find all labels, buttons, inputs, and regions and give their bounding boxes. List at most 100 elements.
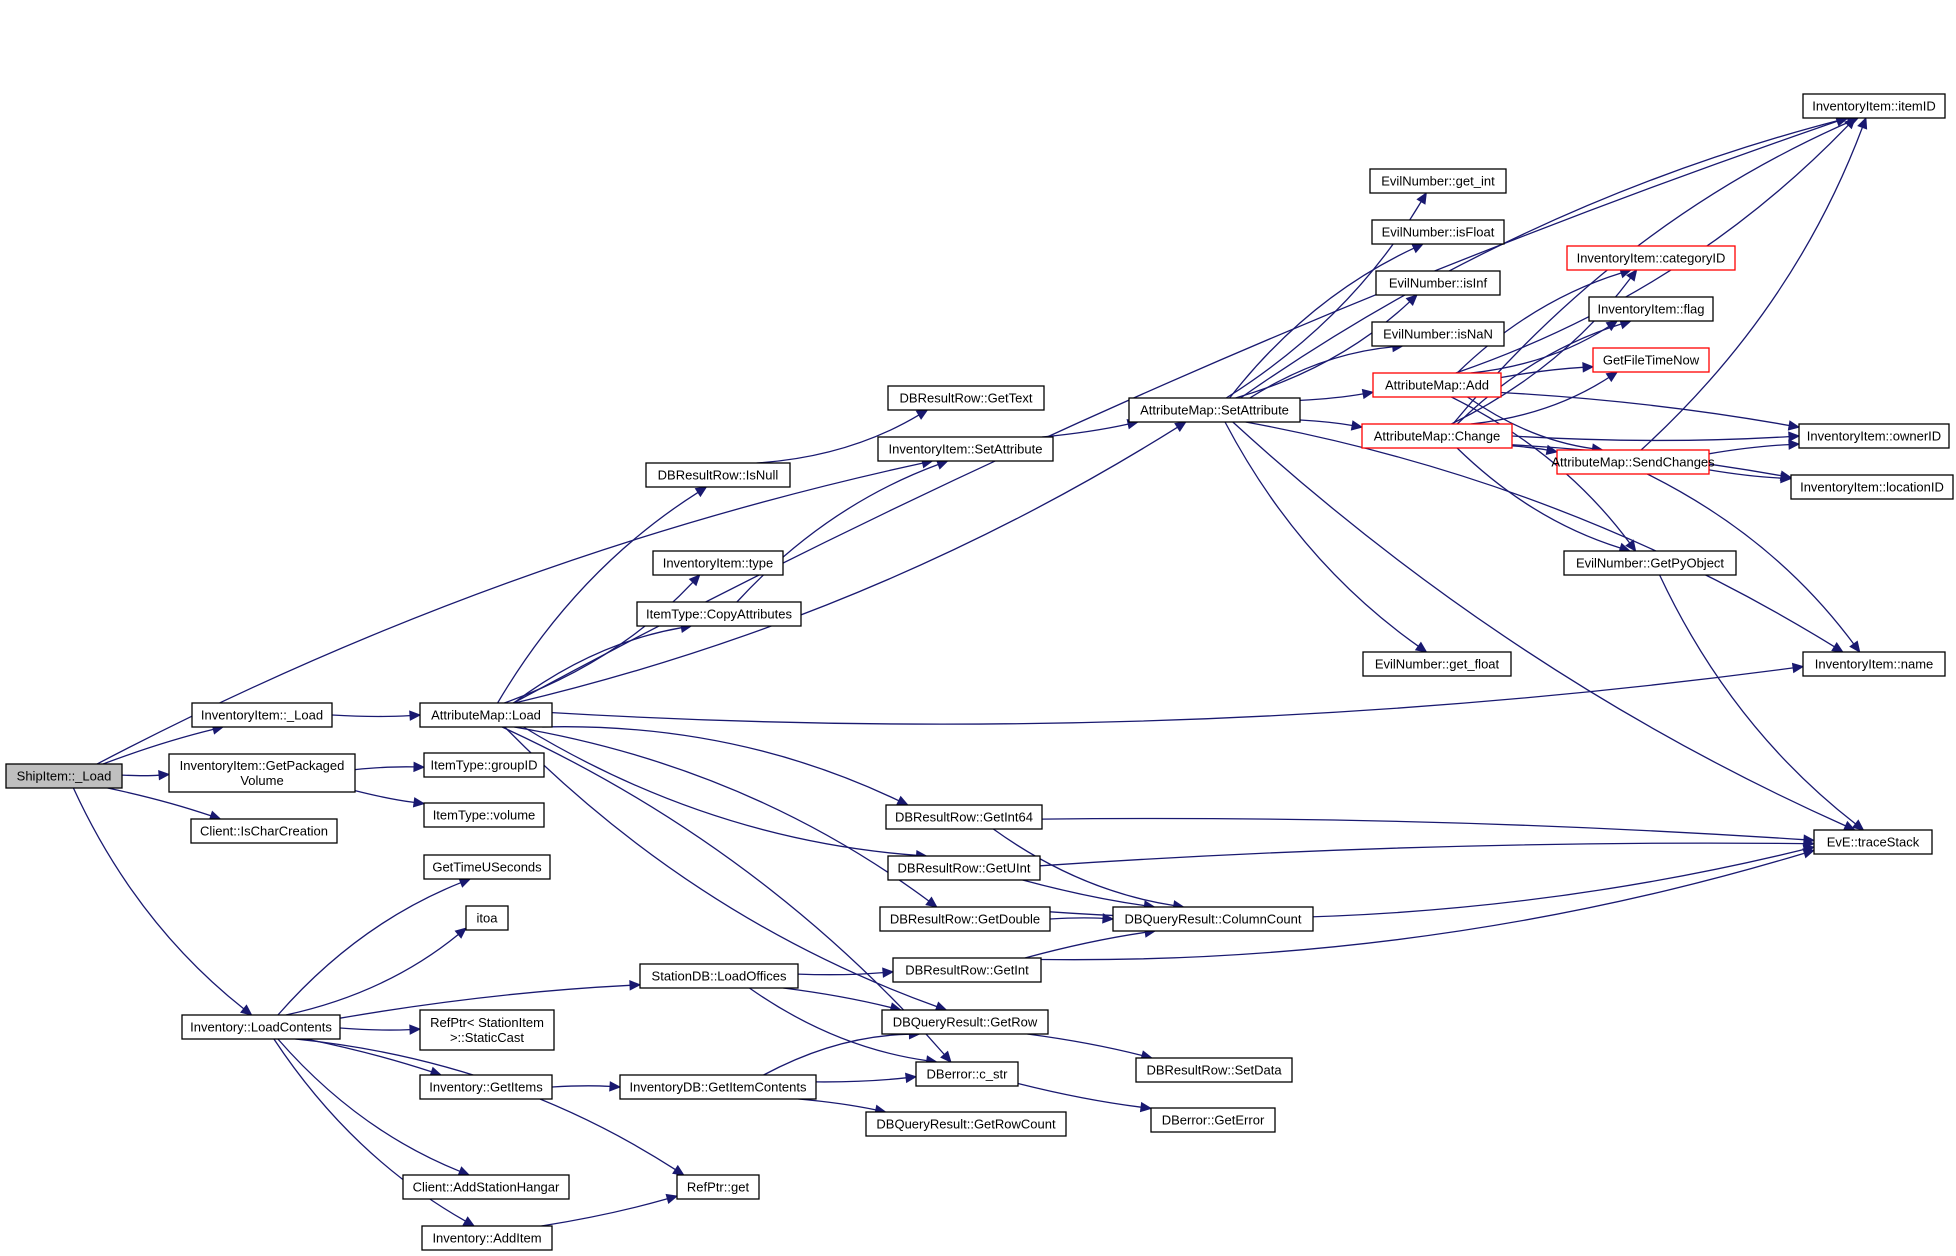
arrowhead-icon: [896, 795, 909, 806]
node-refptr-staticcast[interactable]: RefPtr< StationItem>::StaticCast: [419, 1009, 555, 1051]
node-attributemap-sendchanges[interactable]: AttributeMap::SendChanges: [1551, 449, 1715, 475]
edge-attributemap-sendchanges-to-inventoryitem-itemid: [1640, 116, 1868, 451]
node-dbqueryresult-columncount[interactable]: DBQueryResult::ColumnCount: [1112, 906, 1314, 932]
node-dbqueryresult-getrowcount[interactable]: DBQueryResult::GetRowCount: [865, 1111, 1067, 1137]
edge-line: [1245, 421, 1835, 648]
node-ship-load[interactable]: ShipItem::_Load: [5, 763, 123, 789]
node-evilnumber-get-int[interactable]: EvilNumber::get_int: [1369, 168, 1507, 194]
edge-dbqueryresult-getrow-to-dbresultrow-setdata: [1027, 1033, 1153, 1061]
edge-line: [783, 987, 892, 1009]
node-eve-tracestack[interactable]: EvE::traceStack: [1813, 829, 1933, 855]
node-inventoryitem-setattribute[interactable]: InventoryItem::SetAttribute: [877, 436, 1054, 462]
node-dbresultrow-getdouble[interactable]: DBResultRow::GetDouble: [879, 906, 1051, 932]
arrowhead-icon: [1788, 431, 1801, 442]
node-attrmap-load[interactable]: AttributeMap::Load: [419, 702, 553, 728]
node-client-addstationhangar[interactable]: Client::AddStationHangar: [402, 1174, 570, 1200]
edge-line: [305, 1038, 432, 1073]
node-box: [676, 1174, 760, 1200]
arrowhead-icon: [609, 1081, 622, 1092]
node-evilnumber-isinf[interactable]: EvilNumber::isInf: [1375, 270, 1501, 296]
node-itemtype-copyattributes[interactable]: ItemType::CopyAttributes: [636, 601, 802, 627]
edge-line: [1039, 842, 1805, 867]
node-dbqueryresult-getrow[interactable]: DBQueryResult::GetRow: [881, 1009, 1049, 1035]
node-inventory-loadcontents[interactable]: Inventory::LoadContents: [181, 1014, 341, 1040]
node-dbresultrow-isnull[interactable]: DBResultRow::IsNull: [645, 462, 791, 488]
edge-line: [1647, 473, 1855, 645]
arrowhead-icon: [412, 797, 426, 808]
arrowhead-icon: [688, 574, 701, 587]
node-inventory-additem[interactable]: Inventory::AddItem: [421, 1225, 553, 1251]
edge-line: [523, 726, 917, 856]
node-box: [423, 752, 545, 778]
edge-inventory-loadcontents-to-stationdb-loadoffices: [339, 980, 642, 1019]
edge-inventorydb-getitemcontents-to-dbqueryresult-getrow: [763, 1028, 921, 1076]
edge-attributemap-setattribute-to-evilnumber-get-float: [1224, 421, 1428, 653]
node-box: [1375, 270, 1501, 296]
node-label: Client::IsCharCreation: [200, 824, 328, 839]
arrowhead-icon: [1788, 439, 1801, 450]
edge-attributemap-add-to-evilnumber-getpyobject: [1451, 396, 1637, 552]
node-label: AttributeMap::Change: [1374, 429, 1500, 444]
node-evilnumber-get-float[interactable]: EvilNumber::get_float: [1362, 651, 1512, 677]
node-label: DBResultRow::GetInt: [905, 963, 1029, 978]
node-box: [1592, 347, 1710, 373]
edge-line: [102, 728, 214, 765]
node-box: [1135, 1057, 1293, 1083]
edge-attrmap-load-to-inventoryitem-type: [504, 574, 701, 704]
node-inventory-getitems[interactable]: Inventory::GetItems: [419, 1074, 553, 1100]
node-box: [885, 804, 1043, 830]
node-itemtype-groupid[interactable]: ItemType::groupID: [423, 752, 545, 778]
node-dbresultrow-getuint[interactable]: DBResultRow::GetUInt: [887, 855, 1041, 881]
edge-attributemap-sendchanges-to-inventoryitem-locationid: [1708, 469, 1793, 484]
node-inventoryitem-ownerid[interactable]: InventoryItem::ownerID: [1798, 423, 1950, 449]
node-inventoryitem-type[interactable]: InventoryItem::type: [652, 550, 784, 576]
node-box: [1556, 449, 1710, 475]
node-box: [652, 550, 784, 576]
edge-attributemap-add-to-inventoryitem-ownerid: [1500, 391, 1801, 431]
node-evilnumber-isnan[interactable]: EvilNumber::isNaN: [1371, 321, 1505, 347]
edge-dbresultrow-getint64-to-eve-tracestack: [1041, 817, 1816, 845]
node-attributemap-add[interactable]: AttributeMap::Add: [1372, 372, 1502, 398]
node-client-ischar[interactable]: Client::IsCharCreation: [190, 818, 338, 844]
edge-attributemap-sendchanges-to-inventoryitem-name: [1647, 473, 1861, 653]
node-inventoryitem-categoryid[interactable]: InventoryItem::categoryID: [1566, 245, 1736, 271]
node-inventoryitem-locationid[interactable]: InventoryItem::locationID: [1790, 474, 1954, 500]
node-dbresultrow-getint[interactable]: DBResultRow::GetInt: [892, 957, 1042, 983]
node-dbresultrow-gettext[interactable]: DBResultRow::GetText: [887, 385, 1045, 411]
node-itemtype-volume[interactable]: ItemType::volume: [423, 802, 545, 828]
node-dbresultrow-setdata[interactable]: DBResultRow::SetData: [1135, 1057, 1293, 1083]
node-getfiletimenow[interactable]: GetFileTimeNow: [1592, 347, 1710, 373]
node-label: DBQueryResult::GetRowCount: [876, 1117, 1056, 1132]
arrowhead-icon: [409, 710, 422, 721]
node-gettimeuseconds[interactable]: GetTimeUSeconds: [423, 854, 551, 880]
node-label: Client::AddStationHangar: [413, 1180, 560, 1195]
node-itoa[interactable]: itoa: [465, 905, 509, 931]
edge-line: [1500, 391, 1790, 427]
node-dberror-geterror[interactable]: DBerror::GetError: [1150, 1107, 1276, 1133]
node-inventoryitem-itemid[interactable]: InventoryItem::itemID: [1802, 93, 1946, 119]
node-inventoryitem-name[interactable]: InventoryItem::name: [1802, 651, 1946, 677]
node-stationdb-loadoffices[interactable]: StationDB::LoadOffices: [639, 963, 799, 989]
arrowhead-icon: [1582, 362, 1595, 373]
node-box: [421, 1225, 553, 1251]
arrowhead-icon: [1139, 1101, 1153, 1113]
node-dberror-c-str[interactable]: DBerror::c_str: [915, 1061, 1019, 1087]
node-box: [639, 963, 799, 989]
node-evilnumber-isfloat[interactable]: EvilNumber::isFloat: [1371, 219, 1505, 245]
node-inventorydb-getitemcontents[interactable]: InventoryDB::GetItemContents: [619, 1074, 817, 1100]
node-box: [1361, 423, 1513, 449]
node-dbresultrow-getint64[interactable]: DBResultRow::GetInt64: [885, 804, 1043, 830]
node-box: [892, 957, 1042, 983]
node-attributemap-change[interactable]: AttributeMap::Change: [1361, 423, 1513, 449]
node-refptr-get[interactable]: RefPtr::get: [676, 1174, 760, 1200]
node-attributemap-setattribute[interactable]: AttributeMap::SetAttribute: [1128, 397, 1301, 423]
arrowhead-icon: [1849, 640, 1861, 653]
edge-line: [354, 789, 415, 804]
edge-inventory-additem-to-refptr-get: [541, 1193, 679, 1227]
node-label: AttributeMap::SendChanges: [1551, 455, 1715, 470]
node-inventoryitem-flag[interactable]: InventoryItem::flag: [1588, 296, 1714, 322]
node-evilnumber-getpyobject[interactable]: EvilNumber::GetPyObject: [1563, 550, 1737, 576]
arrowhead-icon: [1780, 472, 1793, 484]
node-inv-load[interactable]: InventoryItem::_Load: [191, 702, 333, 728]
